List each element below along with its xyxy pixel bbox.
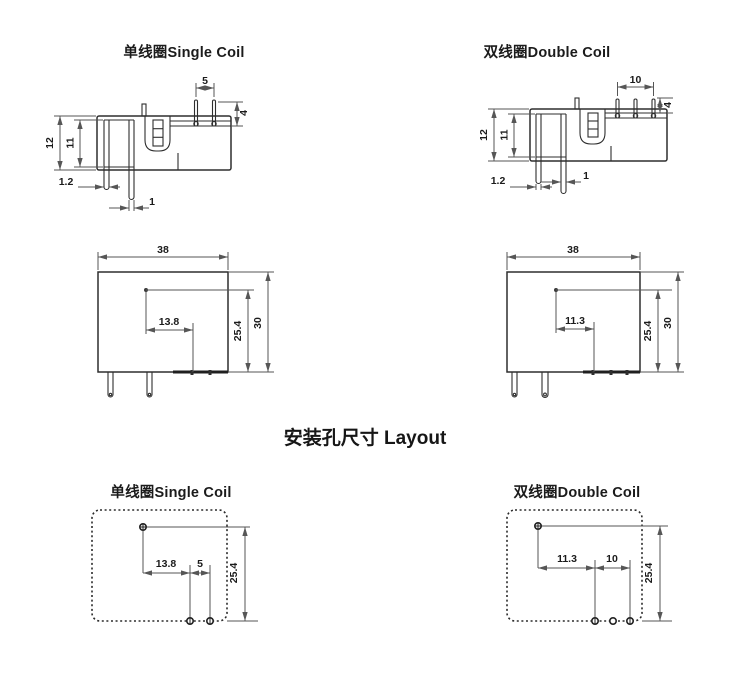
relay-body-side — [529, 97, 668, 195]
dim-label-pin-width-a: 1.2 — [59, 176, 74, 188]
dim-label-pin-width-a: 1.2 — [491, 175, 506, 187]
mounting-hole — [609, 617, 618, 626]
dim-label-pin-height: 4 — [662, 102, 674, 108]
dim-label-total-height: 30 — [252, 317, 264, 329]
mounting-layout: 13.8 5 25.4 — [91, 509, 258, 626]
dim-label-pin-height: 4 — [238, 110, 250, 116]
dim-label-body-height: 12 — [44, 137, 56, 149]
double-coil-layout-title: 双线圈Double Coil — [513, 485, 641, 501]
mounting-hole-layout-heading: 安装孔尺寸 Layout — [283, 428, 447, 449]
dim-label-body-height: 12 — [478, 129, 490, 141]
double-coil-side-title: 双线圈Double Coil — [483, 45, 611, 61]
dimensions-side-single: 5 4 12 11 1.2 1 — [44, 75, 250, 211]
dim-label-inner-height: 25.4 — [642, 321, 654, 342]
single-coil-front-drawing: 13.8 25.4 30 38 — [97, 244, 274, 398]
relay-body-front — [97, 271, 229, 398]
single-coil-layout-drawing: 13.8 5 25.4 — [91, 509, 258, 626]
relay-body-side — [96, 99, 232, 201]
relay-body-front — [506, 271, 641, 398]
double-coil-side-drawing: 10 4 12 11 1.2 1 — [478, 74, 674, 195]
dim-label-body-width: 38 — [567, 244, 579, 256]
mounting-layout: 11.3 10 25.4 — [506, 509, 672, 626]
dim-label-pin-pitch: 5 — [202, 75, 208, 87]
single-coil-layout-title: 单线圈Single Coil — [110, 485, 232, 501]
dim-label-pin-pitch: 5 — [197, 558, 203, 570]
dim-label-pin-width-b: 1 — [149, 196, 155, 208]
dim-label-pin-pitch: 10 — [630, 74, 642, 86]
double-coil-front-drawing: 11.3 25.4 30 38 — [506, 244, 684, 398]
dimensions-front-double: 11.3 25.4 30 38 — [506, 244, 684, 373]
dim-label-window-height: 11 — [65, 137, 77, 148]
single-coil-side-drawing: 5 4 12 11 1.2 1 — [44, 75, 250, 211]
dim-label-pin-width-b: 1 — [583, 170, 589, 182]
dim-label-pin-pitch: 10 — [606, 553, 618, 565]
dim-label-hole-offset: 13.8 — [159, 316, 180, 328]
dim-label-hole-offset: 11.3 — [557, 553, 577, 565]
double-coil-layout-drawing: 11.3 10 25.4 — [506, 509, 672, 626]
dim-label-body-width: 38 — [157, 244, 169, 256]
dim-label-total-height: 30 — [662, 317, 674, 329]
dimensions-front-single: 13.8 25.4 30 38 — [97, 244, 274, 373]
dim-label-vertical: 25.4 — [228, 563, 240, 584]
dim-label-hole-offset: 13.8 — [156, 558, 177, 570]
dim-label-hole-offset: 11.3 — [565, 315, 585, 327]
dim-label-inner-height: 25.4 — [232, 321, 244, 342]
dim-label-vertical: 25.4 — [643, 563, 655, 584]
dimensions-side-double: 10 4 12 11 1.2 1 — [478, 74, 674, 190]
dim-label-window-height: 11 — [499, 129, 511, 140]
single-coil-side-title: 单线圈Single Coil — [123, 45, 245, 61]
